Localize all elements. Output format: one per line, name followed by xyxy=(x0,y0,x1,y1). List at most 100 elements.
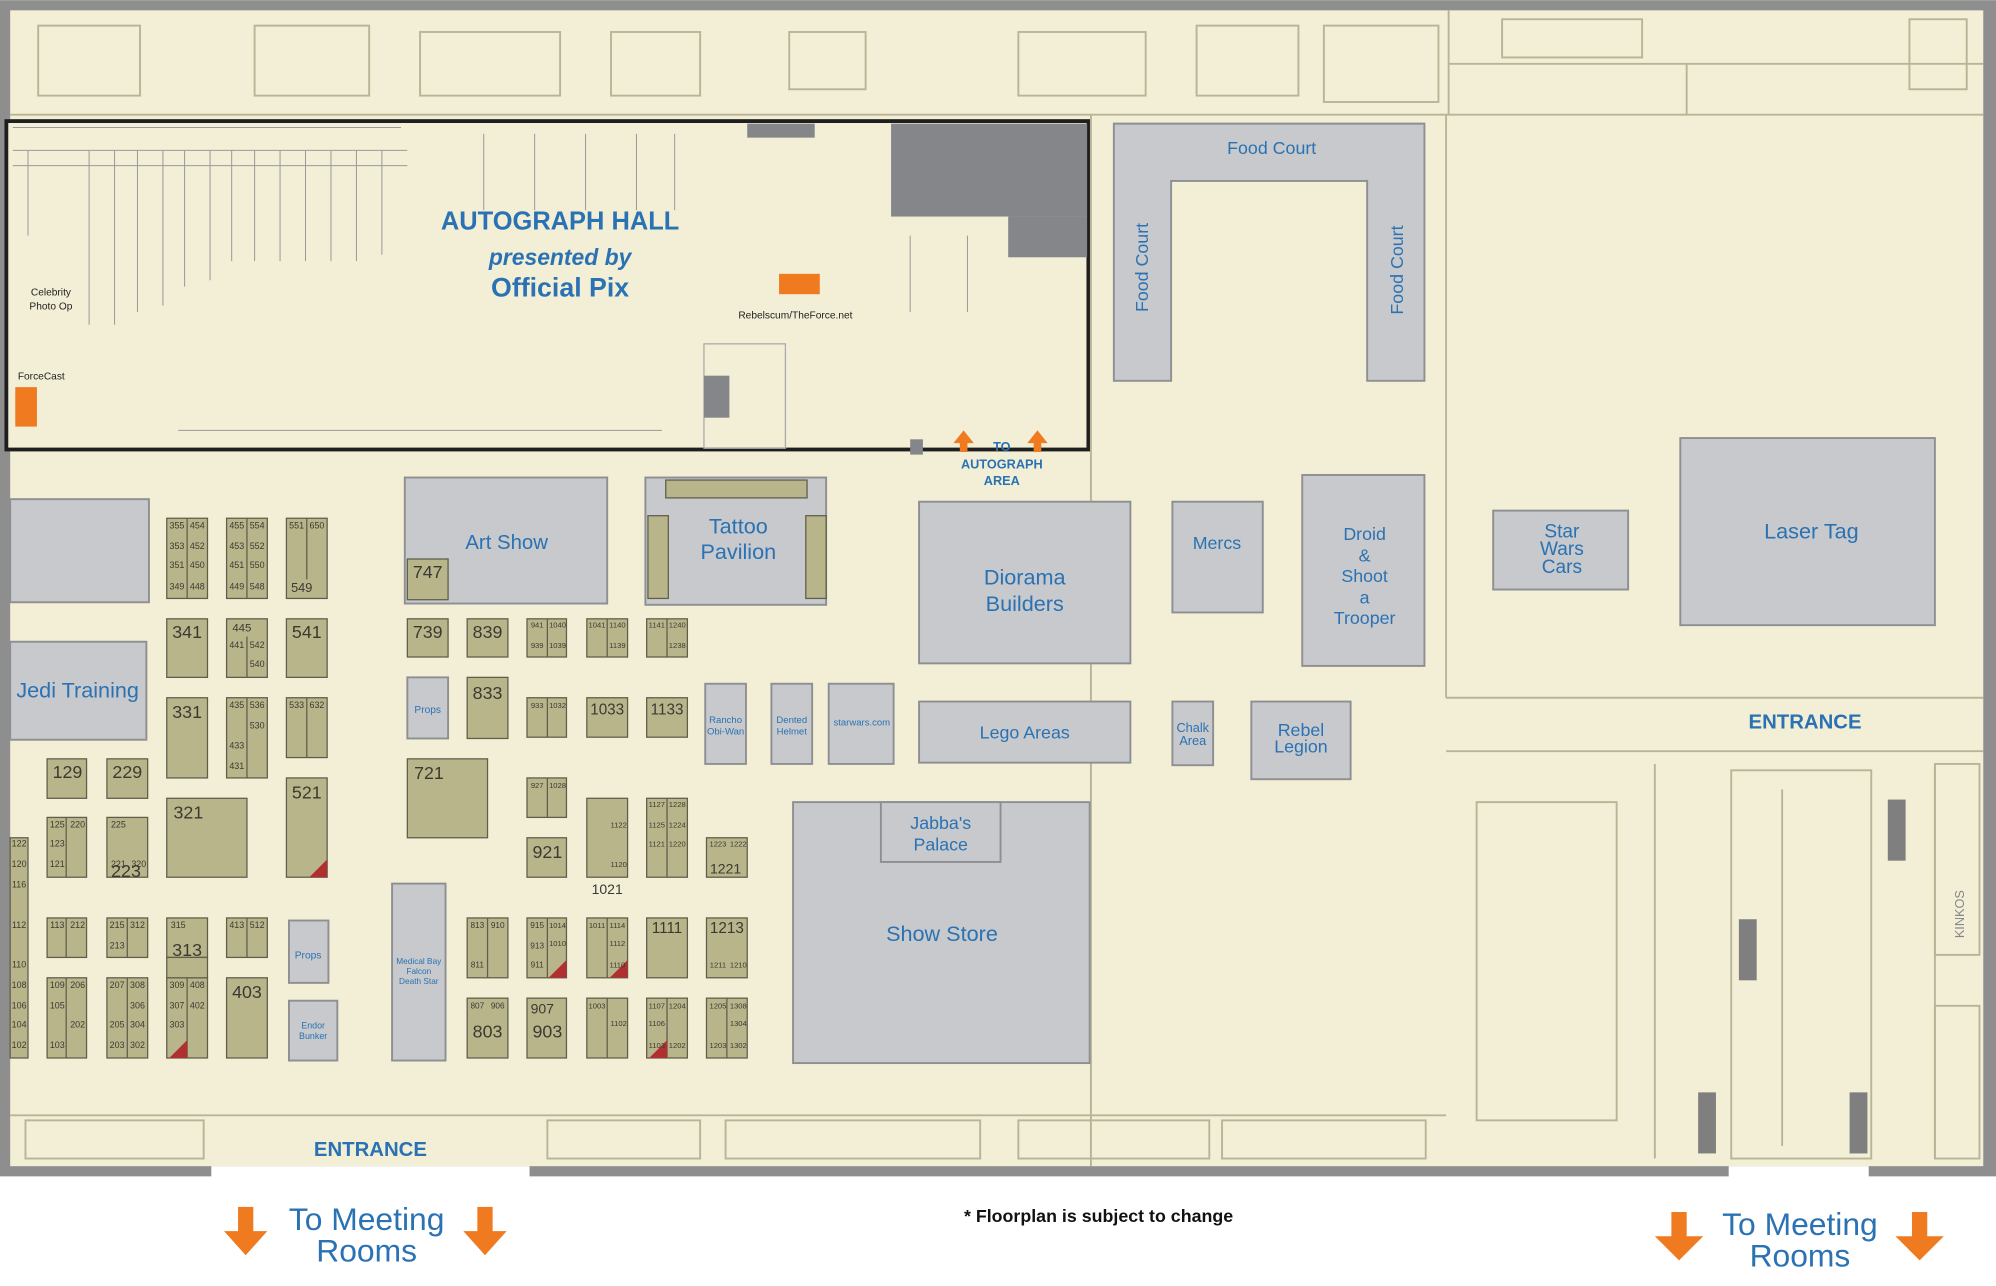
rancho-label-1: Rancho xyxy=(709,715,742,726)
art-show-label: Art Show xyxy=(465,532,548,554)
booth-803: 803 xyxy=(473,1022,503,1042)
props-label-1: Props xyxy=(414,705,441,716)
booth-833: 833 xyxy=(473,683,503,703)
booth-1122: 1122 xyxy=(610,821,626,830)
rancho-label-2: Obi-Wan xyxy=(707,727,744,738)
food-court-top-label: Food Court xyxy=(1227,138,1316,158)
booth-632: 632 xyxy=(310,700,325,710)
booth-355: 355 xyxy=(170,520,185,530)
unlabeled-area-left xyxy=(9,498,150,604)
booth-1302: 1302 xyxy=(730,1041,747,1050)
booth-202: 202 xyxy=(70,1019,85,1029)
rancho-obi-wan-area xyxy=(704,682,747,765)
booth-1107: 1107 xyxy=(649,1001,665,1010)
droid-label-4: a xyxy=(1360,588,1370,608)
booth-105: 105 xyxy=(50,1000,65,1010)
booth-121: 121 xyxy=(50,859,65,869)
booth-1040: 1040 xyxy=(549,621,566,630)
droid-label-5: Trooper xyxy=(1334,608,1396,628)
chalk-label-1: Chalk xyxy=(1176,720,1209,735)
booth-351: 351 xyxy=(170,560,185,570)
photo-booth-block xyxy=(703,375,730,418)
booth-747: 747 xyxy=(413,562,443,582)
booth-1010: 1010 xyxy=(549,939,566,948)
tattoo-label-1: Tattoo xyxy=(709,514,768,539)
booth-650: 650 xyxy=(310,520,325,530)
booth-1210: 1210 xyxy=(730,961,747,970)
entrance-bottom-label: ENTRANCE xyxy=(314,1139,427,1161)
jabbas-label-1: Jabba's xyxy=(910,813,971,833)
booth-941: 941 xyxy=(531,621,544,630)
booth-103: 103 xyxy=(50,1040,65,1050)
booth-113: 113 xyxy=(50,920,64,930)
booth-106: 106 xyxy=(12,1000,27,1010)
dented-helmet-area xyxy=(770,682,814,765)
tattoo-label-2: Pavilion xyxy=(700,539,776,564)
booth-1127: 1127 xyxy=(649,800,665,809)
booth-225: 225 xyxy=(111,820,126,830)
booth-1220: 1220 xyxy=(669,840,686,849)
booth-451: 451 xyxy=(229,560,244,570)
booth-212: 212 xyxy=(70,920,85,930)
meeting-rooms-left-line-2: Rooms xyxy=(316,1233,417,1269)
star-wars-cars-area xyxy=(1492,509,1630,591)
mercs-area xyxy=(1171,500,1264,614)
booth-349: 349 xyxy=(170,582,185,592)
booth-1014: 1014 xyxy=(549,921,567,930)
booth-548: 548 xyxy=(250,582,265,592)
autograph-presented-by: presented by xyxy=(488,244,633,270)
rebel-legion-label-1: Rebel xyxy=(1278,720,1325,740)
booth-1114: 1114 xyxy=(609,921,626,930)
booth-221: 221 xyxy=(111,859,126,869)
booth-1125: 1125 xyxy=(649,821,665,830)
booth-910: 910 xyxy=(491,921,505,930)
booth-220: 220 xyxy=(70,820,85,830)
chalk-area xyxy=(1171,700,1215,767)
celebrity-photo-op-label-2: Photo Op xyxy=(29,301,72,312)
meeting-rooms-right-line-1: To Meeting xyxy=(1722,1206,1878,1242)
booth-721: 721 xyxy=(414,763,444,783)
booth-1106: 1106 xyxy=(649,1019,665,1028)
droid-label-1: Droid xyxy=(1343,524,1386,544)
meeting-rooms-right-line-2: Rooms xyxy=(1750,1238,1851,1274)
meeting-rooms-arrows-left xyxy=(224,1206,507,1256)
booth-549: 549 xyxy=(291,580,312,595)
booth-109: 109 xyxy=(50,980,65,990)
medical-label-1: Medical Bay xyxy=(396,957,442,966)
autograph-stage-dark-2 xyxy=(1008,216,1088,258)
booth-1141: 1141 xyxy=(649,621,665,630)
booth-839: 839 xyxy=(473,622,503,642)
booth-1028: 1028 xyxy=(549,781,566,790)
rebelscum-label: Rebelscum/TheForce.net xyxy=(738,310,852,321)
booth-449: 449 xyxy=(229,582,244,592)
booth-448: 448 xyxy=(190,582,205,592)
booth-331: 331 xyxy=(172,702,202,722)
booth-540: 540 xyxy=(250,659,265,669)
booth-308: 308 xyxy=(130,980,145,990)
booth-939: 939 xyxy=(531,641,544,650)
laser-tag-label: Laser Tag xyxy=(1764,519,1859,544)
booth-213: 213 xyxy=(110,941,125,951)
autograph-top-block xyxy=(747,123,815,138)
tattoo-booths-left xyxy=(647,515,669,600)
booth-303: 303 xyxy=(170,1019,185,1029)
tattoo-booths-top xyxy=(665,479,808,499)
jabbas-palace-area xyxy=(879,801,1002,863)
booth-1041: 1041 xyxy=(589,621,606,630)
booth-813: 813 xyxy=(470,921,484,930)
booth-320: 320 xyxy=(131,859,146,869)
booth-450: 450 xyxy=(190,560,205,570)
autograph-sponsor: Official Pix xyxy=(491,273,629,303)
booth-1211: 1211 xyxy=(710,961,726,970)
booth-1121: 1121 xyxy=(649,840,665,849)
booth-906: 906 xyxy=(491,1001,505,1010)
booth-913: 913 xyxy=(530,942,544,951)
endor-label-1: Endor xyxy=(301,1021,325,1031)
booth-550: 550 xyxy=(250,560,265,570)
booth-1139: 1139 xyxy=(609,641,625,650)
rebel-legion-area xyxy=(1250,700,1352,781)
booth-521: 521 xyxy=(292,782,322,802)
booth-313: 313 xyxy=(172,940,202,960)
booth-229: 229 xyxy=(112,762,142,782)
